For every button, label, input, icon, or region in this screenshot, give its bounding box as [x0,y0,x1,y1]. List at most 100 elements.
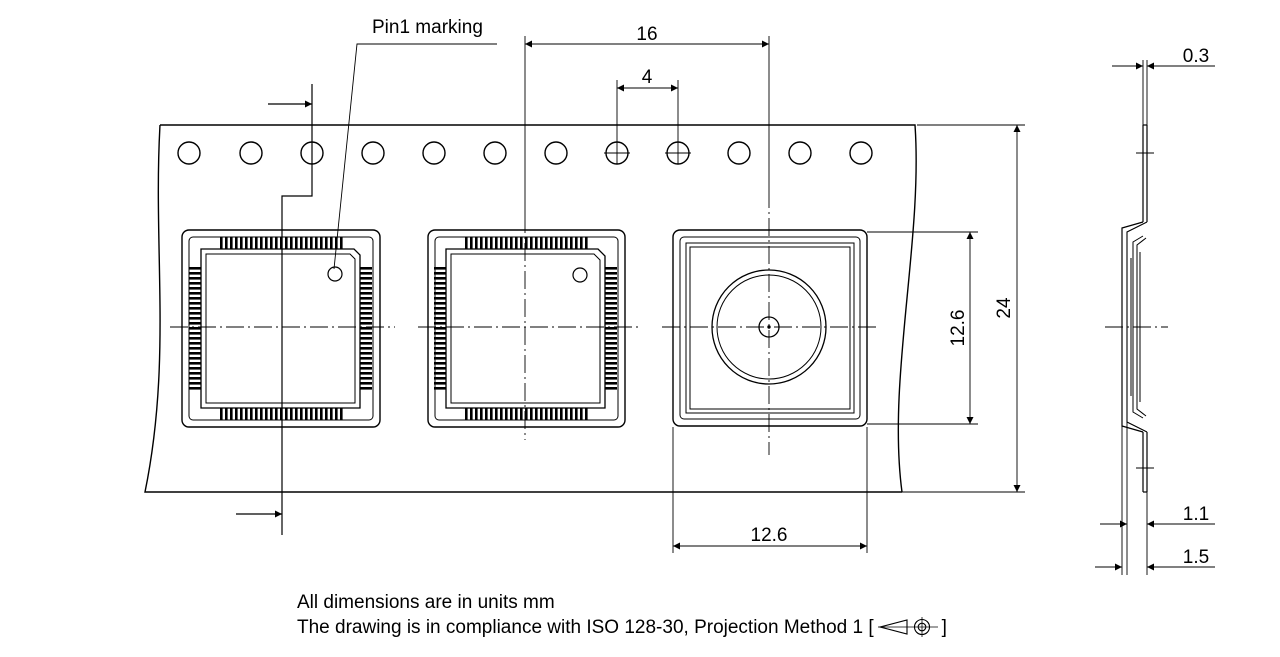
component-pin [434,382,446,385]
component-pin [434,302,446,305]
pin1-dot [572,267,588,283]
component-pin [555,408,558,420]
component-pin [360,272,372,275]
component-pin [360,287,372,290]
component-pin [290,408,293,420]
component-pin [575,237,578,249]
compliance-note: The drawing is in compliance with ISO 12… [297,616,947,640]
component-pin [605,337,617,340]
component-pin [360,377,372,380]
component-pin [300,237,303,249]
component-pin [485,408,488,420]
component-pin [605,372,617,375]
component-pin [325,408,328,420]
component-pin [605,387,617,390]
dim-pocket-pitch: 16 [636,24,657,45]
component-pin [189,347,201,350]
component-pin [570,408,573,420]
component-pin [360,292,372,295]
component-pin [505,237,508,249]
component-pin [275,237,278,249]
component-pin [360,307,372,310]
component-pin [434,327,446,330]
component-pin [605,297,617,300]
component-pin [340,237,343,249]
component-pin [189,332,201,335]
component-pin [360,312,372,315]
component-pin [220,237,223,249]
component-pin [330,237,333,249]
component-pin [434,347,446,350]
component-pin [490,237,493,249]
component-pins-top [465,237,588,249]
component-pin [550,237,553,249]
component-pins-left [434,267,446,390]
component-pin [189,272,201,275]
component-pin [434,362,446,365]
component-pin [285,237,288,249]
component-pin [485,237,488,249]
component-pin [189,377,201,380]
component-pin [520,237,523,249]
component-pin [265,237,268,249]
component-pin [540,408,543,420]
component-pin [434,282,446,285]
component-pin [575,408,578,420]
component-pin [500,237,503,249]
component-pin [230,408,233,420]
pin1-leader [333,43,497,270]
component-pin [360,342,372,345]
component-pin [270,408,273,420]
component-pin [360,337,372,340]
component-pin [315,237,318,249]
component-pin [189,267,201,270]
component-pin [605,367,617,370]
component-pin [310,408,313,420]
component-pin [605,357,617,360]
component-pin [189,337,201,340]
component-pin [470,237,473,249]
component-pin [530,408,533,420]
component-pin [465,408,468,420]
component-pin [480,237,483,249]
component-pin [580,408,583,420]
component-pin [434,352,446,355]
component-pin [320,237,323,249]
component-pin [360,352,372,355]
component-pin [434,287,446,290]
component-pin [340,408,343,420]
component-pin [250,237,253,249]
compliance-text: The drawing is in compliance with ISO 12… [297,617,874,638]
component-pin [434,332,446,335]
component-pin [605,317,617,320]
component-pin [189,342,201,345]
component-pin [465,237,468,249]
component-pin [360,302,372,305]
component-pin [570,237,573,249]
component-pin [434,367,446,370]
component-pin [240,408,243,420]
component-pin [250,408,253,420]
dimension-lines [525,40,1021,550]
component-pin [490,408,493,420]
component-pin [240,237,243,249]
component-pin [189,382,201,385]
component-pin [434,297,446,300]
component-pin [295,237,298,249]
component-pin [189,322,201,325]
component-pin [255,237,258,249]
component-pin [315,408,318,420]
component-pin [520,408,523,420]
component-pin [555,237,558,249]
component-pin [605,322,617,325]
component-pin [434,372,446,375]
component-pin [470,408,473,420]
component-pin [189,372,201,375]
component-pin [605,347,617,350]
component-pin [189,327,201,330]
component-pin [605,272,617,275]
component-pin [220,408,223,420]
component-pin [189,362,201,365]
component-pin [360,267,372,270]
pocket-3-empty [672,229,868,427]
